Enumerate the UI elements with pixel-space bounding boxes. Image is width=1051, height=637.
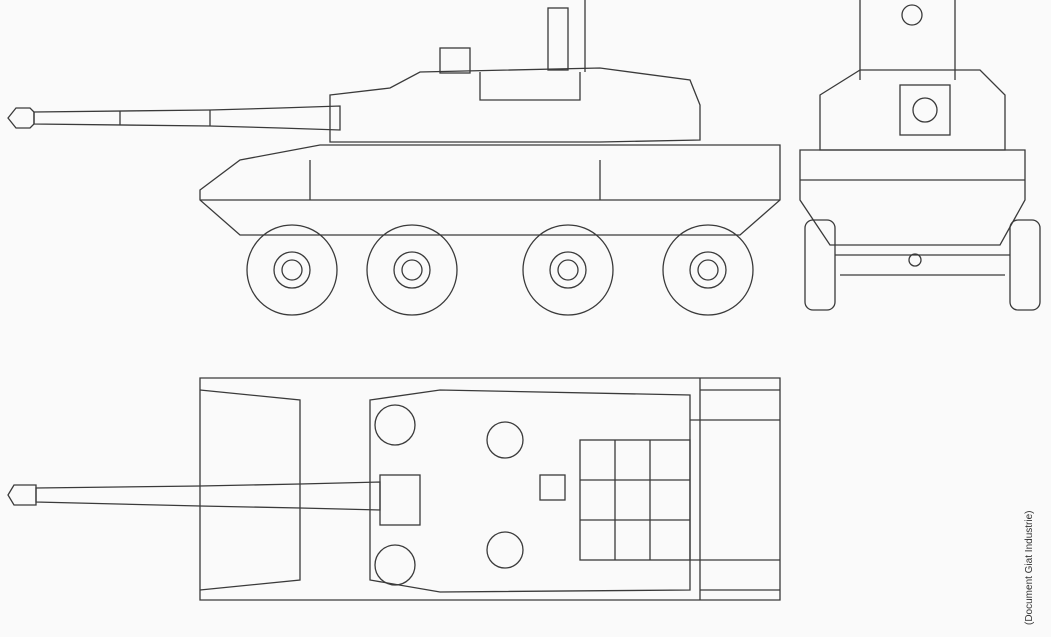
gun-muzzle-top [7, 484, 37, 506]
hull [199, 144, 781, 236]
wheels [246, 224, 754, 316]
hull-top [199, 377, 781, 601]
document-credit: (Document Giat Industrie) [1024, 510, 1035, 626]
turret-top [369, 389, 691, 593]
front-view [799, 0, 1041, 311]
side-view [7, 0, 781, 316]
front-hull [799, 149, 1026, 246]
gun-barrel-top [35, 481, 381, 511]
gun-barrel [33, 105, 341, 131]
gun-muzzle [7, 107, 35, 129]
turret [329, 67, 701, 143]
top-view [7, 377, 781, 601]
